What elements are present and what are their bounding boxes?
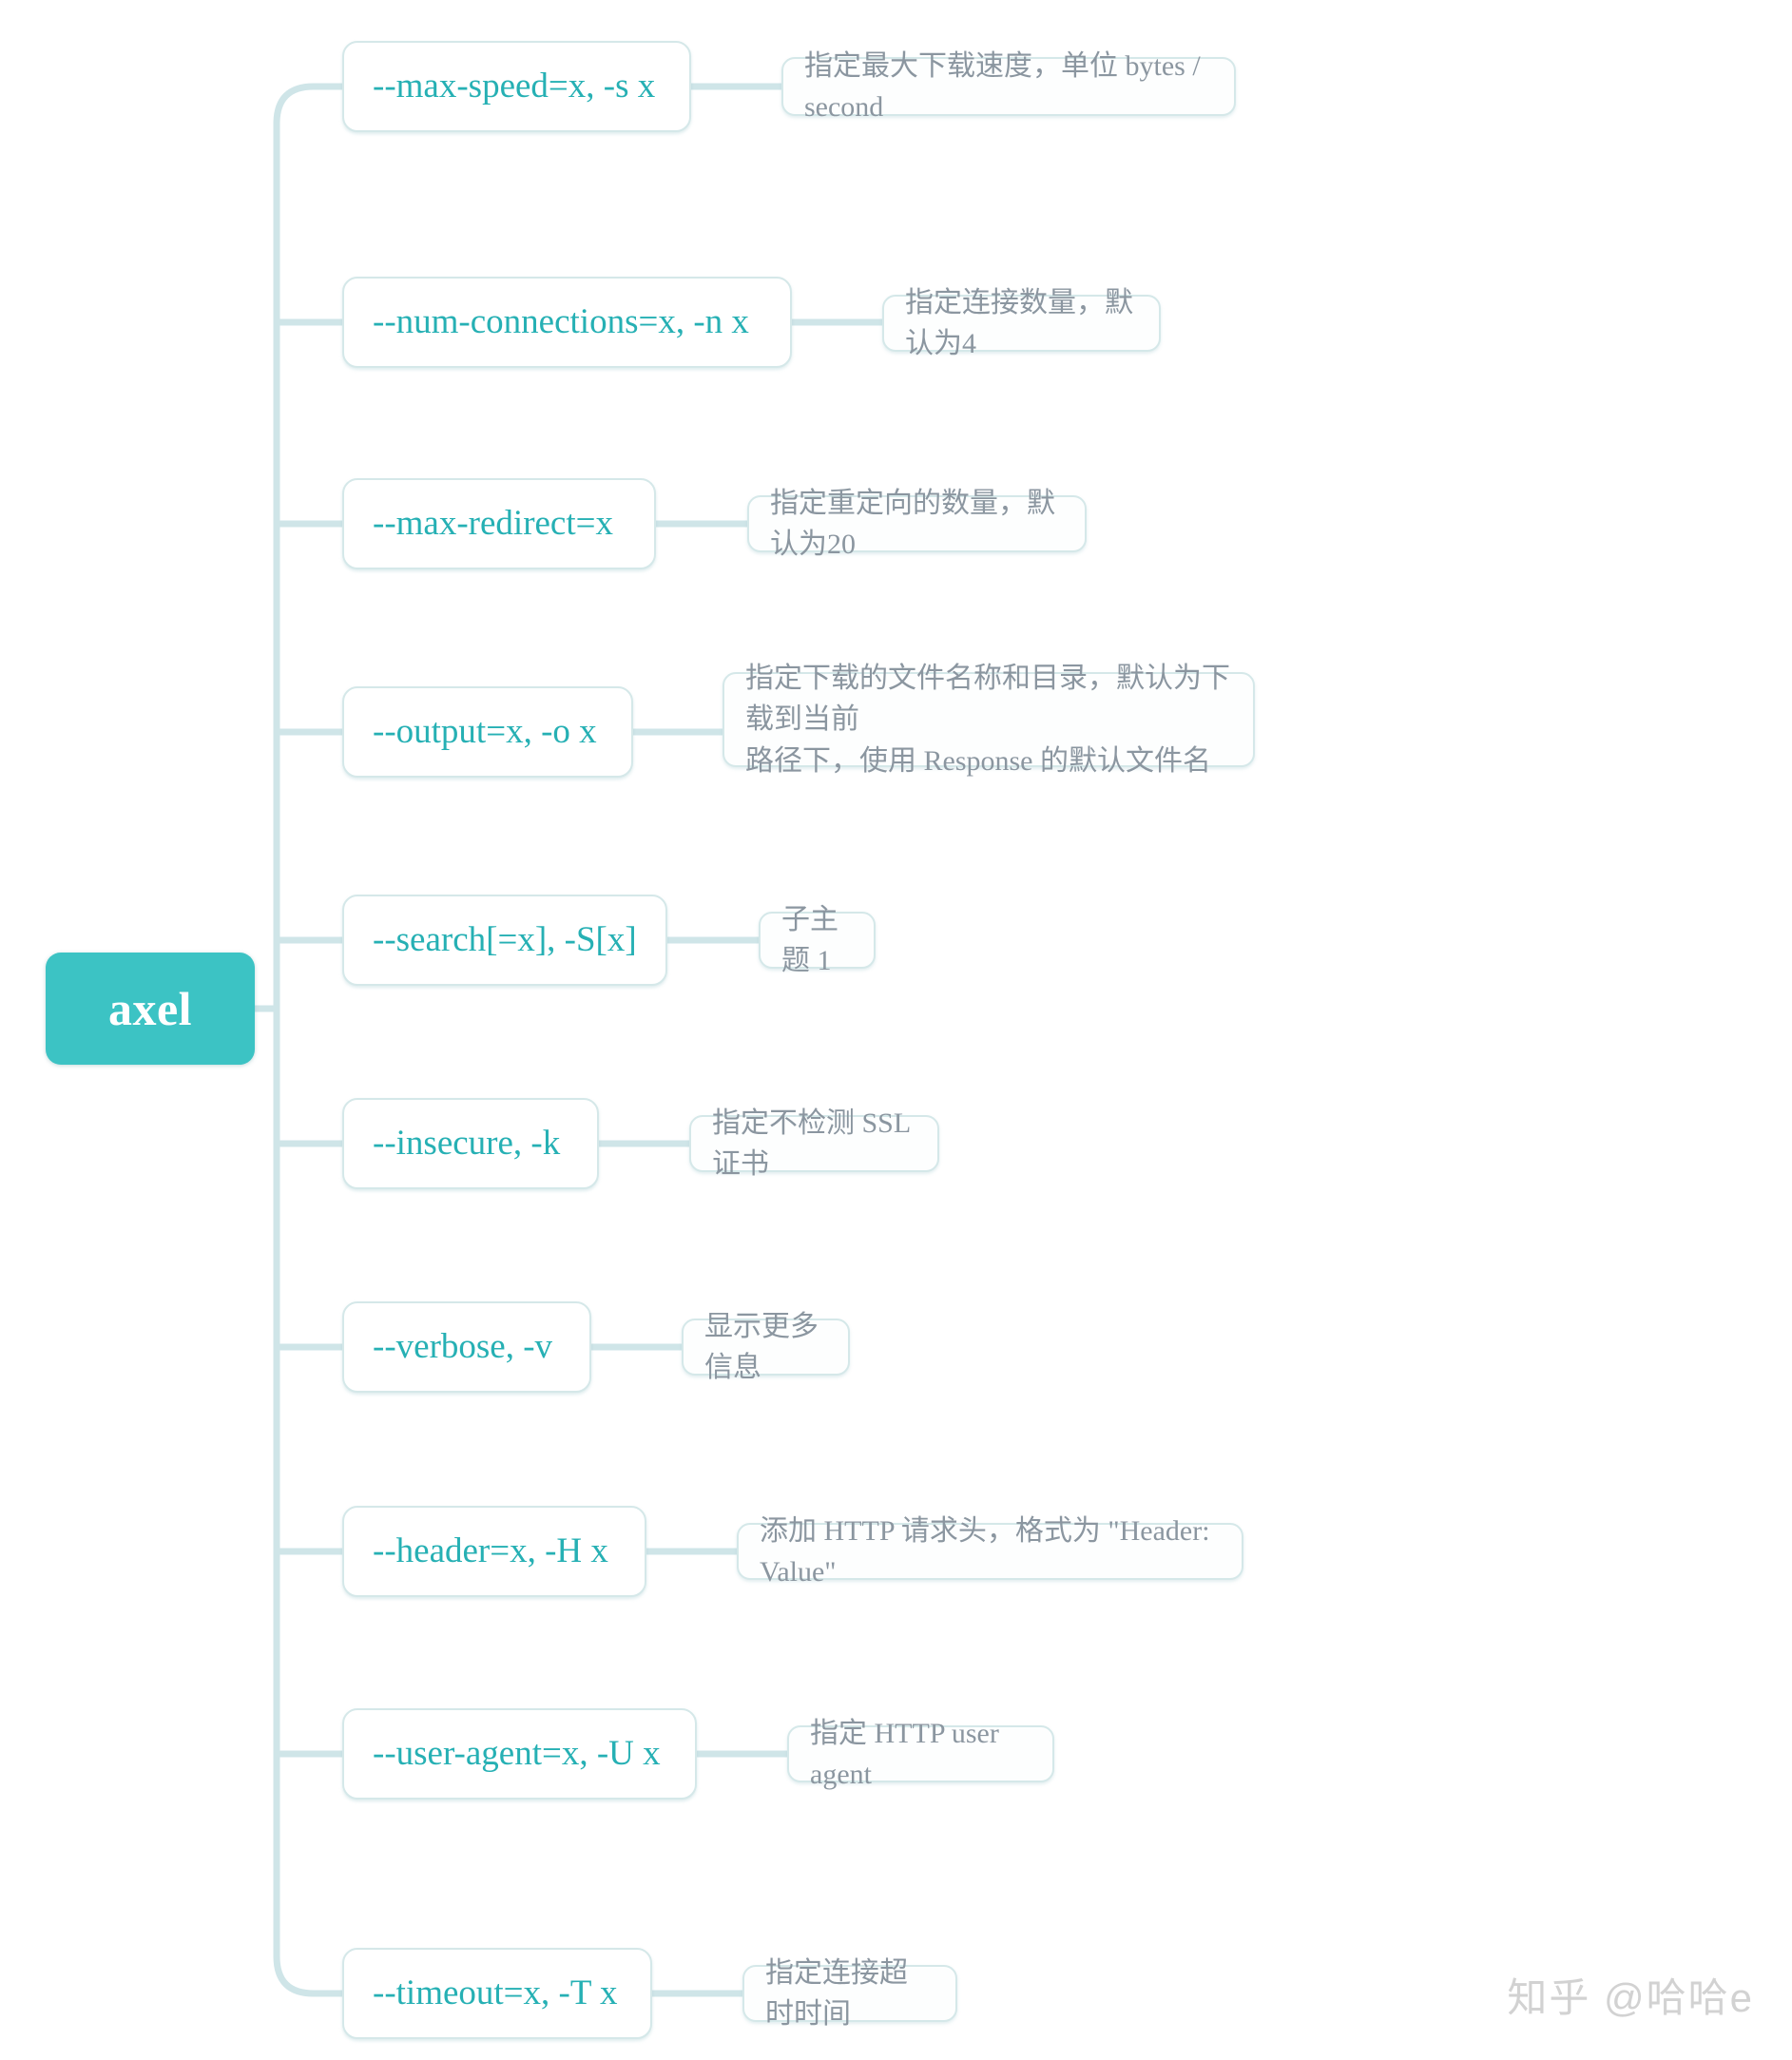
option-node-label: --header=x, -H x — [373, 1531, 608, 1570]
root-node[interactable]: axel — [46, 953, 255, 1065]
description-node-verbose[interactable]: 显示更多信息 — [682, 1311, 850, 1383]
option-node-label: --timeout=x, -T x — [373, 1973, 618, 2012]
description-node-label: 指定连接超时时间 — [765, 1956, 908, 2031]
option-node-search[interactable]: --search[=x], -S[x] — [342, 895, 667, 986]
description-node-max-redirect[interactable]: 指定重定向的数量，默认为20 — [747, 488, 1087, 560]
option-node-label: --max-redirect=x — [373, 503, 614, 543]
description-node-search[interactable]: 子主题 1 — [759, 904, 876, 976]
description-node-label: 子主题 1 — [781, 903, 838, 977]
description-node-label: 显示更多信息 — [704, 1310, 819, 1384]
option-node-header[interactable]: --header=x, -H x — [342, 1506, 646, 1597]
description-node-timeout[interactable]: 指定连接超时时间 — [742, 1957, 957, 2030]
option-node-verbose[interactable]: --verbose, -v — [342, 1301, 591, 1393]
option-node-label: --search[=x], -S[x] — [373, 919, 637, 959]
description-node-label: 指定连接数量，默认为4 — [905, 286, 1133, 360]
description-node-label: 指定最大下载速度，单位 bytes / second — [804, 49, 1201, 124]
option-node-label: --num-connections=x, -n x — [373, 301, 749, 341]
option-node-max-redirect[interactable]: --max-redirect=x — [342, 478, 656, 569]
option-node-label: --output=x, -o x — [373, 711, 597, 751]
option-node-user-agent[interactable]: --user-agent=x, -U x — [342, 1708, 697, 1800]
description-node-label: 指定不检测 SSL 证书 — [712, 1107, 911, 1181]
description-node-max-speed[interactable]: 指定最大下载速度，单位 bytes / second — [781, 50, 1236, 123]
description-node-label: 指定 HTTP user agent — [810, 1717, 999, 1791]
description-node-output[interactable]: 指定下载的文件名称和目录，默认为下载到当前 路径下，使用 Response 的默… — [723, 663, 1255, 777]
option-node-insecure[interactable]: --insecure, -k — [342, 1098, 599, 1189]
description-node-num-connections[interactable]: 指定连接数量，默认为4 — [882, 287, 1161, 359]
description-node-label: 指定下载的文件名称和目录，默认为下载到当前 路径下，使用 Response 的默… — [745, 662, 1230, 777]
description-node-label: 添加 HTTP 请求头，格式为 "Header: Value" — [760, 1514, 1210, 1588]
option-node-num-connections[interactable]: --num-connections=x, -n x — [342, 277, 792, 368]
watermark: 知乎 @哈哈e — [1507, 1975, 1754, 2020]
option-node-label: --user-agent=x, -U x — [373, 1733, 661, 1773]
option-node-label: --verbose, -v — [373, 1326, 553, 1366]
description-node-label: 指定重定向的数量，默认为20 — [770, 487, 1055, 561]
option-node-output[interactable]: --output=x, -o x — [342, 686, 633, 778]
option-node-max-speed[interactable]: --max-speed=x, -s x — [342, 41, 691, 132]
option-node-label: --insecure, -k — [373, 1123, 561, 1163]
description-node-header[interactable]: 添加 HTTP 请求头，格式为 "Header: Value" — [737, 1515, 1243, 1588]
description-node-insecure[interactable]: 指定不检测 SSL 证书 — [689, 1107, 939, 1180]
root-node-label: axel — [107, 982, 193, 1035]
option-node-label: --max-speed=x, -s x — [373, 66, 656, 106]
description-node-user-agent[interactable]: 指定 HTTP user agent — [787, 1718, 1054, 1790]
option-node-timeout[interactable]: --timeout=x, -T x — [342, 1948, 652, 2039]
